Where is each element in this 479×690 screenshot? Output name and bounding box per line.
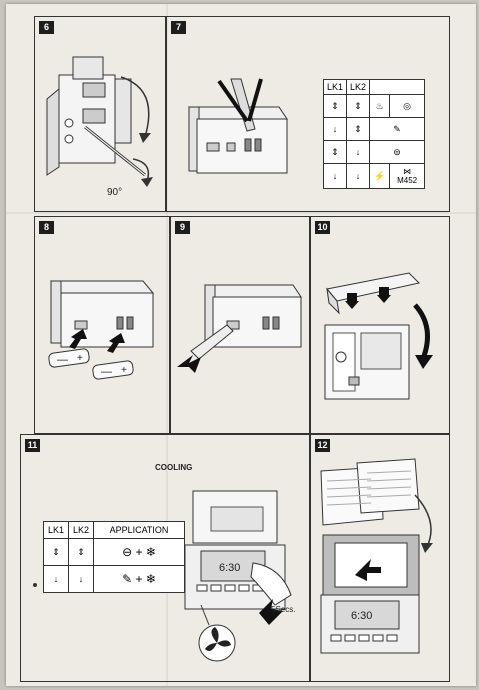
step-8-panel: 8 — + — + xyxy=(34,216,170,434)
link-jumper-icon: ⇕ xyxy=(346,117,370,141)
snowflake-icon: ❄ xyxy=(145,572,156,586)
cover-refit-illustration xyxy=(324,272,433,400)
link-jumper-icon: ↓ xyxy=(346,163,370,189)
link-setting-illustration xyxy=(188,78,288,174)
valve-icon: ✎ xyxy=(122,572,133,586)
pump-icon: ◎ xyxy=(389,94,425,118)
compressor-icon: ⊖ xyxy=(122,545,133,559)
svg-text:6:30: 6:30 xyxy=(351,610,372,622)
step-11-panel: 11 COOLING LK1 LK2 APPLICATION ⇕⇕ ⊖ + ❄ … xyxy=(20,434,310,682)
electric-icon: ⚡ xyxy=(368,163,391,189)
step-number: 12 xyxy=(315,439,330,452)
link-jumper-icon: ⇕ xyxy=(323,140,347,164)
application-cell: ✎ + ❄ xyxy=(93,565,185,593)
step-7-panel: 7 LK1 LK2 ⇕⇕♨◎ ↓⇕✎ ⇕↓⊜ ↓↓⚡ ⋈M452 xyxy=(166,16,450,212)
motorised-valve-icon: ⋈ xyxy=(403,167,412,176)
link-jumper-icon: ↓ xyxy=(43,565,69,593)
application-cell: ⊖ + ❄ xyxy=(93,538,185,566)
snowflake-icon: ❄ xyxy=(145,545,156,559)
table-header-lk1: LK1 xyxy=(323,79,347,95)
link-jumper-icon: ⇕ xyxy=(346,94,370,118)
svg-text:—: — xyxy=(101,366,112,378)
step-10-panel: 10 xyxy=(310,216,450,434)
instruction-card-illustration: 6:30 xyxy=(320,458,433,654)
svg-text:+: + xyxy=(77,353,83,364)
heating-element-icon: ⊜ xyxy=(369,140,425,164)
svg-text:+: + xyxy=(121,365,127,376)
step-number: 9 xyxy=(175,221,190,234)
link-jumper-icon: ↓ xyxy=(323,163,347,189)
svg-text:6:30: 6:30 xyxy=(219,562,240,574)
svg-text:—: — xyxy=(57,354,68,366)
application-table: LK1 LK2 APPLICATION ⇕⇕ ⊖ + ❄ ↓↓ ✎ + ❄ xyxy=(43,521,185,593)
link-jumper-icon: ⇕ xyxy=(68,538,94,566)
thermostat-removal-illustration xyxy=(46,56,153,187)
model-label: M452 xyxy=(397,176,418,185)
link-jumper-icon: ↓ xyxy=(68,565,94,593)
link-jumper-icon: ⇕ xyxy=(323,94,347,118)
step-number: 11 xyxy=(25,439,40,452)
step-number: 10 xyxy=(315,221,330,234)
battery-insertion-illustration: — + — + xyxy=(48,280,155,380)
table-header-lk2: LK2 xyxy=(346,79,370,95)
link-jumper-icon: ⇕ xyxy=(43,538,69,566)
time-label: 5Secs. xyxy=(271,605,296,614)
step-number: 8 xyxy=(39,221,54,234)
thermostat-cooling-illustration: 6:30 xyxy=(33,490,292,662)
fold-line xyxy=(6,212,476,214)
link-jumper-icon: ↓ xyxy=(323,117,347,141)
step-6-panel: 6 90° xyxy=(34,16,166,212)
step-12-panel: 12 6:30 xyxy=(310,434,450,682)
boiler-icon: ♨ xyxy=(368,94,391,118)
fold-line xyxy=(166,4,168,686)
step-number: 7 xyxy=(171,21,186,34)
instruction-sheet: 6 90° 7 xyxy=(6,4,476,686)
angle-label: 90° xyxy=(107,187,123,198)
reset-button-illustration xyxy=(177,284,302,373)
link-jumper-icon: ↓ xyxy=(346,140,370,164)
step-number: 6 xyxy=(39,21,54,34)
link-settings-table: LK1 LK2 ⇕⇕♨◎ ↓⇕✎ ⇕↓⊜ ↓↓⚡ ⋈M452 xyxy=(323,79,425,189)
motorised-valve-cell: ⋈M452 xyxy=(389,163,425,189)
cooling-title: COOLING xyxy=(155,463,193,472)
valve-icon: ✎ xyxy=(369,117,425,141)
step-9-panel: 9 xyxy=(170,216,310,434)
